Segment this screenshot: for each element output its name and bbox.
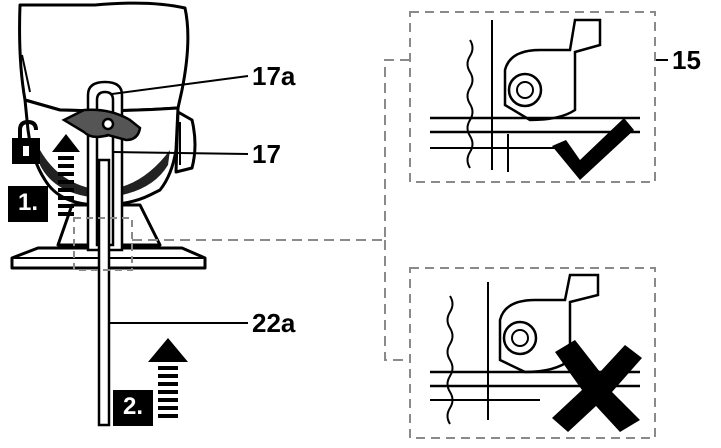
detail-frame-correct: [409, 11, 656, 183]
release-lever-17a: [61, 108, 142, 142]
callout-22a: 22a: [252, 308, 296, 338]
saw-blade-22a: [97, 158, 111, 427]
tool-lower-shadow: [40, 150, 170, 198]
unlocked-padlock-icon: [12, 119, 40, 164]
upward-striped-arrow-icon: [52, 134, 80, 216]
step-1-badge: 1.: [8, 186, 48, 222]
callout-15: 15: [672, 45, 701, 75]
upward-striped-arrow-icon: [148, 338, 188, 418]
callout-17: 17: [252, 139, 281, 169]
cross-mark-icon: [552, 340, 642, 432]
detail-connectors: [132, 59, 410, 361]
step-2-badge: 2.: [113, 390, 153, 426]
detail-box-small: [73, 217, 133, 271]
tool-side-knob: [174, 110, 197, 174]
callout-17a: 17a: [252, 61, 296, 91]
check-mark-icon: [552, 118, 634, 180]
